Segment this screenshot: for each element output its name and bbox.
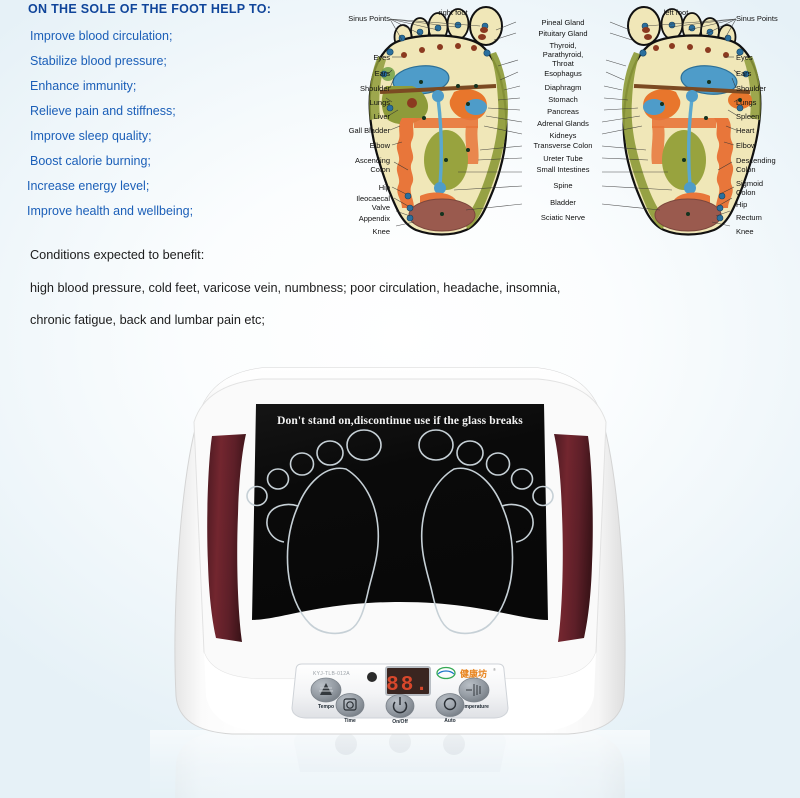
circle-icon — [443, 697, 457, 711]
auto-button[interactable]: Auto — [435, 693, 465, 725]
label-ears-right: Ears — [375, 69, 391, 78]
label-sciatic-nerve: Sciatic Nerve — [541, 213, 585, 222]
label-pancreas: Pancreas — [547, 107, 579, 116]
benefit-item-8: Improve health and wellbeing; — [27, 204, 194, 218]
label-colon2-left: Colon — [736, 188, 756, 197]
time-button[interactable]: Time — [335, 693, 365, 725]
label-elbow-right: Elbow — [370, 141, 391, 150]
on-off-label: On/Off — [392, 719, 408, 725]
benefits-heading: ON THE SOLE OF THE FOOT HELP TO: — [28, 2, 272, 16]
benefit-item-2: Stabilize blood pressure; — [30, 54, 167, 68]
label-parathyroid: Parathyroid, — [543, 50, 583, 59]
label-small-intestines: Small Intestines — [537, 165, 590, 174]
display-bezel — [385, 666, 431, 696]
label-eyes-right: Eyes — [373, 53, 390, 62]
label-elbow-left: Elbow — [736, 141, 757, 150]
label-bladder: Bladder — [550, 198, 576, 207]
side-handle-right — [554, 434, 593, 642]
brand-logo: 健康坊 ® — [436, 666, 496, 680]
foot-reflexology-diagram: right foot left foot Sinus Points Eyes E… — [338, 0, 800, 243]
label-sinus-points-left: Sinus Points — [736, 14, 778, 23]
label-knee-right: Knee — [372, 227, 390, 236]
heat-waves-icon — [466, 684, 481, 696]
benefit-item-6: Boost calorie burning; — [30, 154, 151, 168]
label-diaphragm: Diaphragm — [545, 83, 582, 92]
brand-text: 健康坊 — [460, 668, 487, 680]
benefit-item-4: Relieve pain and stiffness; — [30, 104, 176, 118]
conditions-line-2: chronic fatigue, back and lumbar pain et… — [30, 313, 265, 328]
label-heart-left: Heart — [736, 126, 755, 135]
clock-icon — [343, 698, 357, 711]
device-body: Don't stand on,discontinue use if the gl… — [174, 367, 626, 735]
label-transverse-colon: Transverse Colon — [534, 141, 593, 150]
label-kidneys: Kidneys — [550, 131, 577, 140]
footprint-outlines — [246, 429, 554, 635]
control-panel: KYJ-TLB-012A 88. 健康坊 ® Tempo — [291, 663, 509, 726]
right-foot-caption: right foot — [438, 8, 468, 17]
svg-text:®: ® — [493, 667, 496, 672]
benefits-section: ON THE SOLE OF THE FOOT HELP TO: Improve… — [0, 0, 345, 232]
temperature-label: Temperature — [459, 704, 489, 710]
display-value: 88. — [386, 674, 430, 697]
label-hip-left: Hip — [736, 200, 747, 209]
benefit-item-5: Improve sleep quality; — [30, 129, 152, 143]
label-ascending-right: Ascending — [355, 156, 390, 165]
reflection-fade — [150, 730, 650, 798]
label-eyes-left: Eyes — [736, 53, 753, 62]
label-ears-left: Ears — [736, 69, 752, 78]
label-shoulder-left: Shoulder — [736, 84, 767, 93]
conditions-heading: Conditions expected to benefit: — [30, 248, 205, 262]
label-pituitary-gland: Pituitary Gland — [538, 29, 587, 38]
left-foot-graphic — [622, 6, 762, 236]
on-off-button[interactable]: On/Off — [385, 694, 415, 726]
tempo-button[interactable]: Tempo — [310, 677, 342, 710]
model-number: KYJ-TLB-012A — [313, 671, 350, 677]
side-handle-left — [207, 434, 246, 642]
label-colon-right: Colon — [370, 165, 390, 174]
label-adrenal-glands: Adrenal Glands — [537, 119, 589, 128]
product-photo: Don't stand on,discontinue use if the gl… — [150, 352, 650, 798]
label-colon-left: Colon — [736, 165, 756, 174]
indicator-led — [367, 672, 377, 682]
conditions-line-1: high blood pressure, cold feet, varicose… — [30, 280, 561, 295]
warning-text: Don't stand on,discontinue use if the gl… — [277, 415, 523, 427]
auto-label: Auto — [444, 718, 455, 724]
temperature-button[interactable]: Temperature — [458, 677, 490, 710]
label-stomach: Stomach — [548, 95, 578, 104]
waves-cone-icon — [319, 683, 333, 695]
label-liver-right: Liver — [374, 112, 391, 121]
label-sinus-points-right: Sinus Points — [348, 14, 390, 23]
label-descending-left: Descending — [736, 156, 776, 165]
label-ureter-tube: Ureter Tube — [543, 154, 583, 163]
label-esophagus: Esophagus — [544, 69, 582, 78]
label-lungs-right: Lungs — [370, 98, 391, 107]
conditions-section: Conditions expected to benefit: high blo… — [30, 248, 690, 346]
label-pineal-gland: Pineal Gland — [542, 18, 585, 27]
left-foot-caption: left foot — [664, 8, 690, 17]
label-knee-left: Knee — [736, 227, 754, 236]
benefit-item-1: Improve blood circulation; — [30, 29, 173, 43]
label-lungs-left: Lungs — [736, 98, 757, 107]
label-ileocaecal-right: Ileocaecal — [356, 194, 390, 203]
label-spine: Spine — [553, 181, 572, 190]
label-sigmoid-left: Sigmoid — [736, 179, 763, 188]
label-spleen-left: Spleen — [736, 112, 759, 121]
label-rectum-left: Rectum — [736, 213, 762, 222]
right-foot-graphic — [368, 6, 508, 236]
glass-panel — [252, 404, 548, 620]
label-thyroid: Thyroid, — [549, 41, 576, 50]
power-icon — [392, 697, 408, 714]
label-appendix-right: Appendix — [359, 214, 391, 223]
label-shoulder-right: Shoulder — [360, 84, 391, 93]
time-label: Time — [344, 718, 356, 724]
benefit-item-7: Increase energy level; — [27, 179, 150, 193]
label-hip-right: Hip — [379, 183, 390, 192]
label-gall-bladder-right: Gall Bladder — [349, 126, 391, 135]
benefit-item-3: Enhance immunity; — [30, 79, 137, 93]
tempo-label: Tempo — [318, 704, 334, 710]
label-throat: Throat — [552, 59, 575, 68]
label-valve-right: Valve — [372, 203, 390, 212]
